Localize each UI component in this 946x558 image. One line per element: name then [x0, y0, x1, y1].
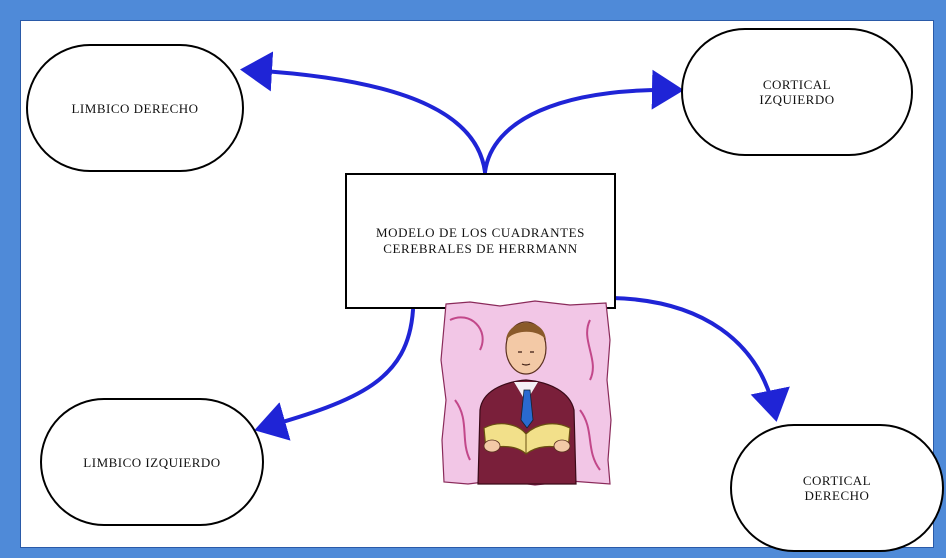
arrow-to-limbico-izquierdo	[254, 308, 415, 441]
clipart-face	[518, 351, 534, 366]
arrow-to-limbico-derecho	[240, 51, 487, 174]
node-cortical-izquierdo-label-1: CORTICAL	[762, 77, 832, 92]
clipart-scribbles	[449, 316, 601, 471]
center-title-line-2: CEREBRALES DE HERRMANN	[383, 241, 578, 256]
clipart-right-hand	[553, 439, 571, 453]
clipart-tie	[520, 389, 534, 429]
arrow-to-cortical-izquierdo	[483, 69, 684, 174]
node-limbico-izquierdo-label: LIMBICO IZQUIERDO	[83, 454, 221, 470]
node-limbico-derecho-label: LIMBICO DERECHO	[71, 100, 199, 116]
clipart-left-hand	[483, 439, 501, 453]
man-reading-book-clipart	[440, 300, 612, 486]
clipart-head	[505, 321, 547, 375]
node-cortical-derecho-label-2: DERECHO	[804, 488, 870, 503]
center-concept-box: MODELO DE LOS CUADRANTES CEREBRALES DE H…	[345, 173, 616, 309]
clipart-suit	[477, 379, 577, 485]
center-title-line-1: MODELO DE LOS CUADRANTES	[375, 225, 586, 240]
node-limbico-izquierdo: LIMBICO IZQUIERDO	[40, 398, 264, 526]
node-cortical-izquierdo: CORTICAL IZQUIERDO	[681, 28, 913, 156]
node-cortical-derecho: CORTICAL DERECHO	[730, 424, 944, 552]
clipart-hair	[506, 322, 546, 340]
node-cortical-izquierdo-label-2: IZQUIERDO	[759, 92, 835, 107]
node-cortical-derecho-label-1: CORTICAL	[802, 473, 872, 488]
node-limbico-derecho: LIMBICO DERECHO	[26, 44, 244, 172]
arrow-to-cortical-derecho	[610, 296, 790, 422]
